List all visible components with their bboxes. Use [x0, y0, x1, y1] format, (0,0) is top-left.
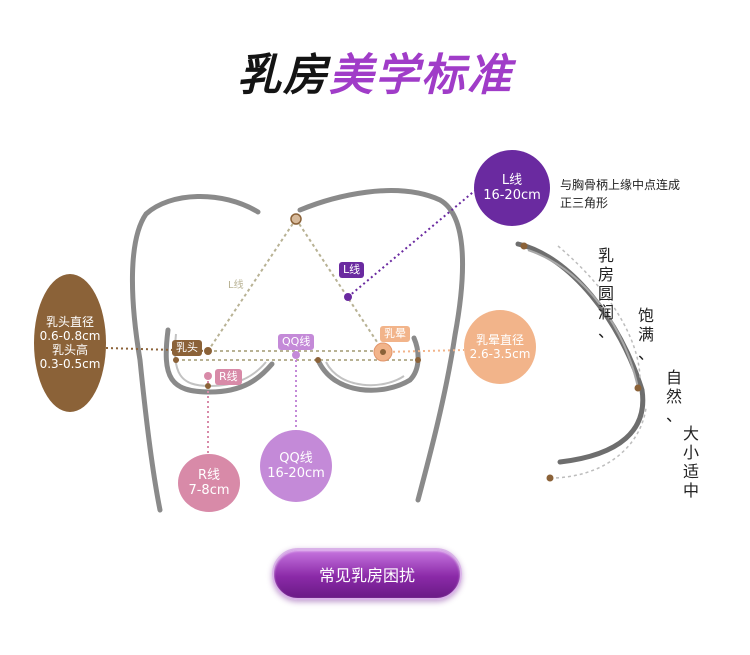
leader-lines — [105, 187, 479, 456]
areola-bubble-title: 乳晕直径 — [475, 332, 524, 347]
qq-line-bubble: QQ线 16-20cm — [260, 430, 332, 502]
title-part1: 乳房 — [237, 50, 329, 101]
right-fold-marker-1 — [315, 357, 321, 363]
side-text-char: 适 — [682, 462, 699, 481]
torso-outline — [129, 188, 466, 513]
side-text-char: 房 — [597, 265, 614, 284]
side-text-char: 乳 — [597, 246, 614, 265]
side-text-char: 小 — [682, 443, 699, 462]
r-line-tag: R线 — [215, 369, 242, 385]
side-text-char: 、 — [597, 322, 614, 341]
l-line-note-1: 与胸骨柄上缘中点连成 — [560, 178, 681, 192]
left-fold-marker-1 — [173, 357, 179, 363]
areola-bubble-value: 2.6-3.5cm — [469, 347, 531, 361]
l-line-faint-label: L线 — [228, 280, 244, 291]
nipple-bubble-line1: 乳头直径 — [45, 314, 94, 329]
nipple-bubble-line2: 0.6-0.8cm — [39, 328, 101, 343]
side-text-char: 然 — [665, 387, 682, 406]
side-text-char: 圆 — [597, 284, 614, 303]
r-line-bubble-value: 7-8cm — [188, 483, 230, 498]
l-line-triangle — [207, 218, 384, 352]
side-text-char: 润 — [597, 303, 614, 322]
qq-line-tag: QQ线 — [278, 334, 315, 350]
side-profile — [515, 241, 647, 482]
nipple-tag: 乳头 — [172, 340, 202, 356]
l-line-bubble-title: L线 — [501, 172, 523, 188]
nipple-bubble: 乳头直径 0.6-0.8cm 乳头高 0.3-0.5cm — [34, 274, 106, 412]
left-fold-marker-2 — [205, 383, 211, 389]
side-text-char: 、 — [665, 406, 682, 425]
page-title: 乳房美学标准 — [0, 48, 750, 104]
areola-bubble: 乳晕直径 2.6-3.5cm — [464, 310, 536, 384]
side-text-column-1: 乳房圆润、 — [597, 246, 615, 341]
l-line-bubble: L线 16-20cm — [474, 150, 550, 226]
right-fold-marker-2 — [415, 357, 421, 363]
side-text-column-2: 饱满、 — [637, 306, 655, 363]
left-nipple-marker — [204, 347, 212, 355]
r-line-marker — [204, 372, 212, 380]
l-line-tag: L线 — [339, 262, 365, 278]
sternum-marker — [290, 213, 302, 225]
r-line-bubble: R线 7-8cm — [178, 454, 240, 512]
side-text-char: 自 — [665, 368, 682, 387]
side-text-char: 中 — [682, 481, 699, 500]
qq-line-marker — [292, 351, 300, 359]
right-nipple-marker — [380, 349, 386, 355]
side-text-char: 饱 — [637, 306, 654, 325]
side-text-char: 满 — [637, 325, 654, 344]
qq-line-bubble-value: 16-20cm — [267, 466, 325, 481]
areola-tag: 乳晕 — [380, 326, 410, 342]
side-text-column-4: 大小适中 — [682, 424, 700, 500]
qq-line-bubble-title: QQ线 — [279, 450, 313, 466]
title-part2: 美学标准 — [329, 50, 513, 101]
side-text-column-3: 自然、 — [665, 368, 683, 425]
nipple-bubble-line4: 0.3-0.5cm — [39, 357, 101, 372]
l-line-bubble-value: 16-20cm — [483, 188, 541, 203]
side-text-char: 、 — [637, 344, 654, 363]
nipple-bubble-line3: 乳头高 — [51, 343, 88, 357]
common-breast-concerns-button[interactable]: 常见乳房困扰 — [272, 548, 462, 600]
side-text-char: 大 — [682, 424, 699, 443]
r-line-bubble-title: R线 — [197, 467, 221, 483]
l-line-marker — [344, 293, 352, 301]
l-line-note-2: 正三角形 — [560, 196, 609, 210]
